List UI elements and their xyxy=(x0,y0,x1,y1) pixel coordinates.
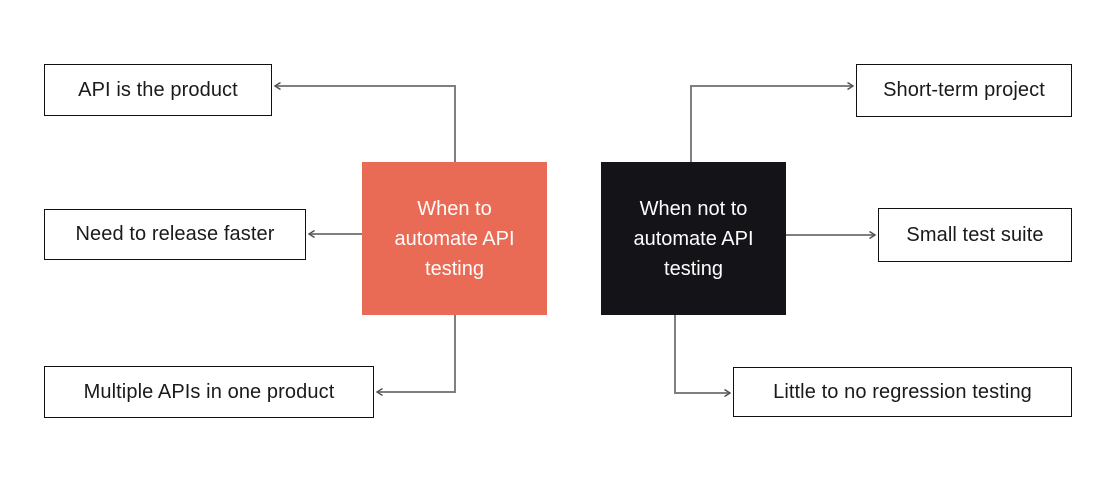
node-short-term-project: Short-term project xyxy=(856,64,1072,117)
connector-multiple-apis xyxy=(375,315,456,397)
hub-label: When not to automate API testing xyxy=(633,197,754,280)
node-little-to-no-regression-testing: Little to no regression testing xyxy=(733,367,1072,417)
node-label: Short-term project xyxy=(883,79,1045,101)
connector-api-is-the-product xyxy=(273,81,456,162)
connector-short-term-project xyxy=(690,81,855,162)
node-multiple-apis-in-one-product: Multiple APIs in one product xyxy=(44,366,374,418)
node-label: Multiple APIs in one product xyxy=(83,380,335,403)
hub-when-to-automate-api-testing: When to automate API testing xyxy=(362,162,547,315)
node-label: API is the product xyxy=(78,78,238,101)
node-label: Small test suite xyxy=(906,223,1044,246)
hub-label: When to automate API testing xyxy=(394,197,515,280)
node-small-test-suite: Small test suite xyxy=(878,208,1072,262)
hub-when-not-to-automate-api-testing: When not to automate API testing xyxy=(601,162,786,315)
connector-little-regression xyxy=(674,315,732,398)
node-api-is-the-product: API is the product xyxy=(44,64,272,116)
node-label: Need to release faster xyxy=(75,223,275,245)
node-label: Little to no regression testing xyxy=(773,380,1032,403)
node-need-to-release-faster: Need to release faster xyxy=(44,209,306,260)
